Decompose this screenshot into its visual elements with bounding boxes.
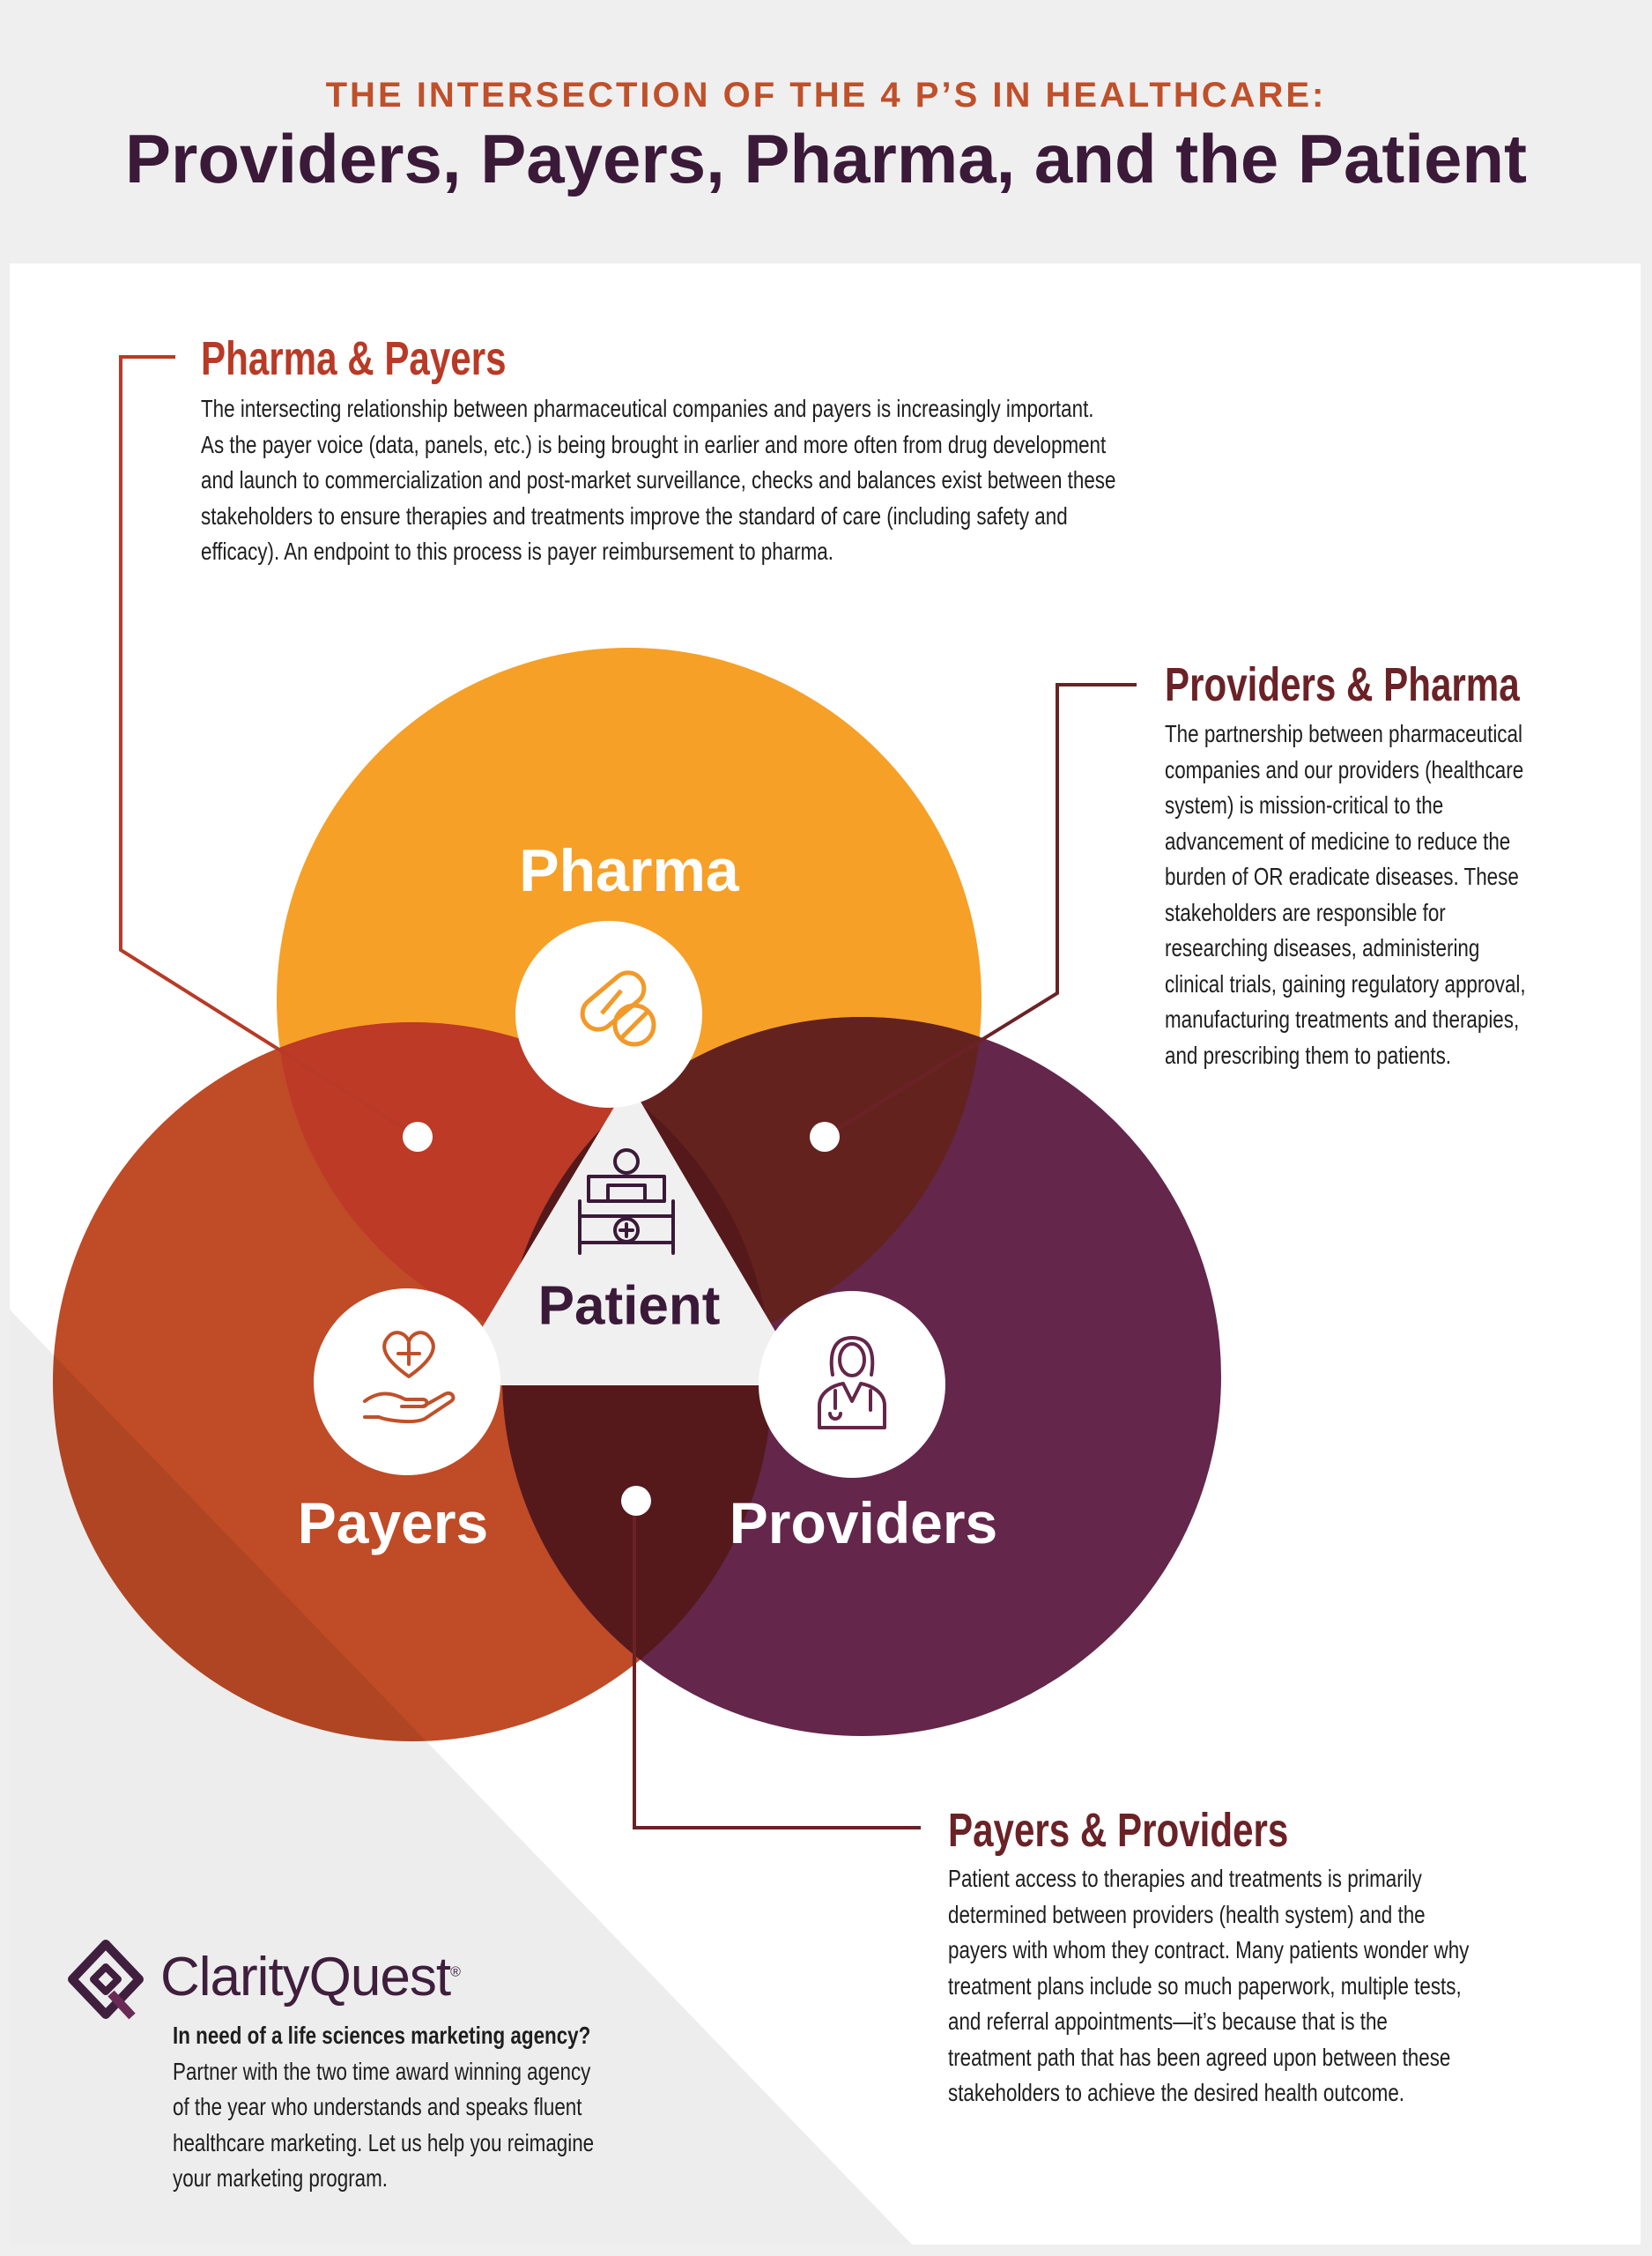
text-line: advancement of medicine to reduce the — [1165, 827, 1511, 855]
hand-heart-icon — [363, 1331, 456, 1424]
text-line: healthcare marketing. Let us help you re… — [173, 2128, 595, 2156]
registered-mark: ® — [450, 1964, 461, 1980]
text-line: The intersecting relationship between ph… — [201, 395, 1094, 422]
pills-icon — [580, 970, 656, 1047]
connector-payers-providers — [633, 1501, 921, 1829]
text-line: companies and our providers (healthcare — [1165, 755, 1524, 783]
agency-tagline: In need of a life sciences marketing age… — [173, 2018, 594, 2197]
text-line: and prescribing them to patients. — [1165, 1041, 1451, 1069]
text-line: The partnership between pharmaceutical — [1165, 720, 1522, 747]
clarityquest-logo-icon — [68, 1940, 144, 2020]
providers-icon-badge — [759, 1291, 945, 1478]
connector-pharma-payers — [119, 355, 419, 1139]
text-line: of the year who understands and speaks f… — [173, 2093, 582, 2120]
text-providers-pharma: The partnership between pharmaceutical c… — [1165, 716, 1526, 1073]
page-title: Providers, Payers, Pharma, and the Patie… — [125, 120, 1527, 197]
doctor-icon — [818, 1336, 886, 1429]
text-line: stakeholders are responsible for — [1165, 898, 1446, 926]
tagline-heading: In need of a life sciences marketing age… — [173, 2022, 591, 2049]
text-line: determined between providers (health sys… — [948, 1900, 1426, 1928]
dot-providers-pharma — [810, 1122, 840, 1152]
text-line: payers with whom they contract. Many pat… — [948, 1936, 1470, 1963]
connector-providers-pharma — [823, 683, 1137, 1139]
heading-providers-pharma: Providers & Pharma — [1165, 658, 1520, 711]
text-line: burden of OR eradicate diseases. These — [1165, 863, 1519, 890]
text-pharma-payers: The intersecting relationship between ph… — [201, 391, 1115, 570]
text-line: manufacturing treatments and therapies, — [1165, 1006, 1520, 1033]
text-line: system) is mission-critical to the — [1165, 791, 1444, 819]
text-line: clinical trials, gaining regulatory appr… — [1165, 969, 1526, 998]
label-payers: Payers — [297, 1490, 489, 1555]
text-line: As the payer voice (data, panels, etc.) … — [201, 430, 1107, 458]
pharma-icon-badge — [515, 921, 702, 1108]
label-patient: Patient — [537, 1275, 721, 1337]
text-line: efficacy). An endpoint to this process i… — [201, 538, 833, 565]
brand-name: ClarityQuest — [160, 1947, 451, 2007]
patient-bed-icon — [578, 1148, 675, 1255]
dot-payers-providers — [621, 1486, 651, 1516]
text-line: Patient access to therapies and treatmen… — [948, 1865, 1422, 1892]
text-line: and launch to commercialization and post… — [201, 466, 1116, 494]
text-line: your marketing program. — [173, 2164, 389, 2192]
brand-logo-text: ClarityQuest® — [160, 1946, 461, 2008]
text-line: treatment path that has been agreed upon… — [948, 2043, 1451, 2071]
text-line: stakeholders to ensure therapies and tre… — [201, 501, 1068, 530]
text-payers-providers: Patient access to therapies and treatmen… — [948, 1861, 1469, 2111]
text-line: researching diseases, administering — [1165, 934, 1480, 961]
label-pharma: Pharma — [519, 837, 739, 904]
text-line: Partner with the two time award winning … — [173, 2057, 591, 2085]
heading-pharma-payers: Pharma & Payers — [201, 332, 507, 385]
text-line: treatment plans include so much paperwor… — [948, 1971, 1462, 2000]
kicker-title: THE INTERSECTION OF THE 4 P’S IN HEALTHC… — [325, 76, 1327, 115]
heading-payers-providers: Payers & Providers — [948, 1804, 1289, 1857]
text-line: stakeholders to achieve the desired heal… — [948, 2079, 1405, 2106]
payers-icon-badge — [314, 1288, 500, 1475]
dot-pharma-payers — [403, 1122, 433, 1152]
label-providers: Providers — [729, 1490, 998, 1555]
text-line: and referral appointments—it’s because t… — [948, 2007, 1388, 2035]
